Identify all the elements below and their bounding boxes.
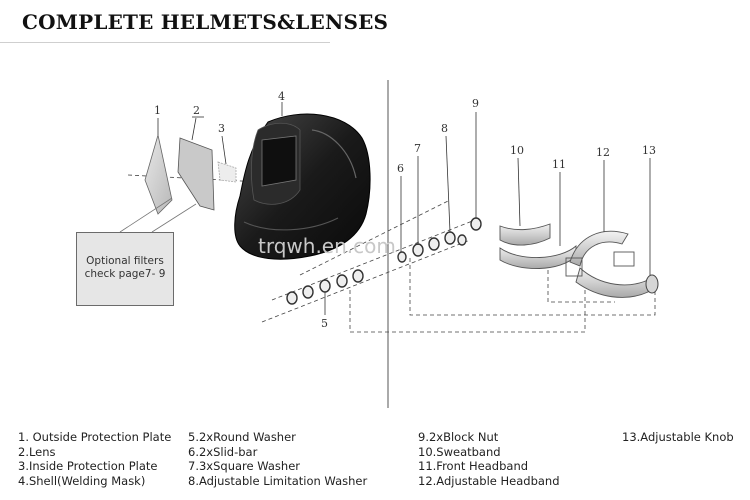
legend-item: 6.2xSlid-bar bbox=[188, 444, 258, 459]
round-washers bbox=[286, 269, 364, 305]
legend-item: 9.2xBlock Nut bbox=[418, 430, 499, 444]
legend-item: 12.Adjustable Headband bbox=[418, 473, 560, 488]
legend-item: 11.Front Headband bbox=[418, 459, 529, 473]
adjustable-knob bbox=[645, 274, 659, 294]
legend-col-3: 9.2xBlock Nut 10.Sweatband 11.Front Head… bbox=[418, 430, 560, 488]
legend-item: 10.Sweatband bbox=[418, 444, 501, 459]
legend-item: 13.Adjustable Knob bbox=[622, 430, 734, 444]
guide-line bbox=[409, 258, 656, 316]
part-number-12: 12 bbox=[596, 146, 610, 159]
optional-filters-callout: Optional filters check page7- 9 bbox=[76, 232, 174, 306]
watermark: trqwh.en.com bbox=[258, 234, 396, 258]
guide-line bbox=[261, 239, 471, 323]
lens bbox=[177, 137, 215, 211]
page-title: COMPLETE HELMETS&LENSES bbox=[22, 10, 389, 34]
legend-col-1: 1. Outside Protection Plate 2.Lens 3.Ins… bbox=[18, 430, 171, 488]
inside-protection-plate bbox=[217, 161, 237, 183]
callout-line-2: check page7- 9 bbox=[84, 268, 166, 280]
adjustable-headband bbox=[565, 230, 653, 298]
part-number-1: 1 bbox=[154, 104, 161, 117]
exploded-diagram: 1 2 3 4 5 6 7 8 9 10 11 12 13 trqwh.en.c… bbox=[119, 80, 659, 408]
part-number-5: 5 bbox=[321, 317, 328, 330]
legend-item: 1. Outside Protection Plate bbox=[18, 430, 172, 444]
part-number-2: 2 bbox=[193, 104, 200, 117]
legend-item: 4.Shell(Welding Mask) bbox=[18, 473, 146, 488]
title-underline bbox=[0, 42, 330, 43]
part-number-9: 9 bbox=[472, 97, 479, 110]
part-number-10: 10 bbox=[510, 144, 524, 157]
callout-line-1: Optional filters bbox=[86, 255, 164, 267]
legend-item: 8.Adjustable Limitation Washer bbox=[188, 473, 368, 488]
part-number-3: 3 bbox=[218, 122, 225, 135]
legend-item: 2.Lens bbox=[18, 444, 56, 459]
part-number-11: 11 bbox=[552, 158, 566, 171]
part-number-13: 13 bbox=[642, 144, 656, 157]
front-headband bbox=[499, 245, 577, 269]
part-number-4: 4 bbox=[278, 90, 285, 103]
legend-item: 3.Inside Protection Plate bbox=[18, 459, 158, 473]
hardware-upper-row bbox=[397, 217, 482, 263]
guide-line bbox=[547, 270, 615, 303]
legend-item: 5.2xRound Washer bbox=[188, 430, 296, 444]
part-number-7: 7 bbox=[414, 142, 421, 155]
legend-col-4: 13.Adjustable Knob bbox=[622, 430, 734, 445]
legend-col-2: 5.2xRound Washer 6.2xSlid-bar 7.3xSquare… bbox=[188, 430, 367, 488]
guide-line bbox=[349, 290, 586, 333]
outside-protection-plate bbox=[144, 134, 173, 215]
helmet-shell bbox=[234, 113, 371, 260]
part-number-8: 8 bbox=[441, 122, 448, 135]
legend-item: 7.3xSquare Washer bbox=[188, 459, 301, 473]
sweatband bbox=[499, 223, 551, 246]
part-number-6: 6 bbox=[397, 162, 404, 175]
